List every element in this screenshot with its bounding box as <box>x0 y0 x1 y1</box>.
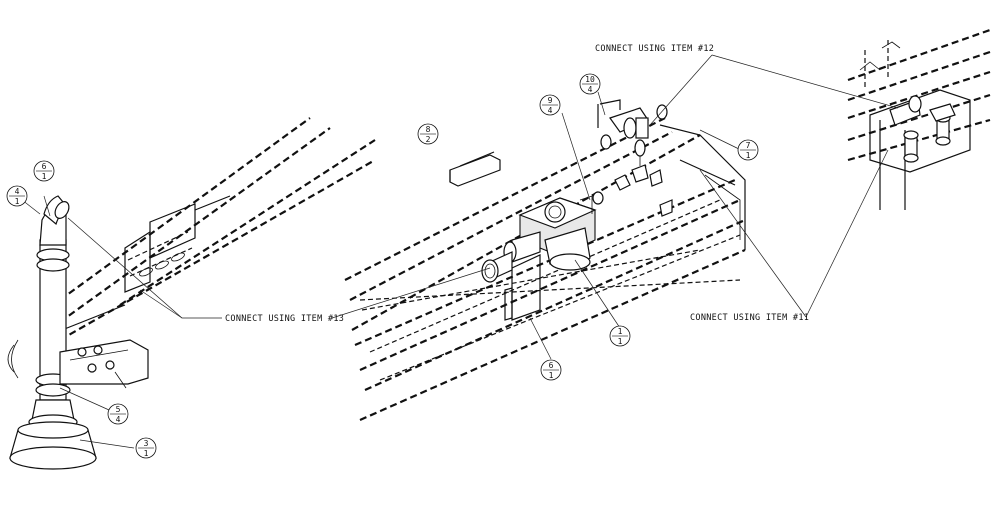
balloon-item-3: 31 <box>135 437 157 459</box>
balloon-quantity: 1 <box>549 371 554 380</box>
balloon-quantity: 1 <box>42 172 47 181</box>
balloon-item-4: 41 <box>6 185 28 207</box>
balloon-item-6: 61 <box>33 160 55 182</box>
right-detail-frame <box>847 28 991 210</box>
balloon-item-number: 4 <box>15 187 20 196</box>
balloon-item-number: 6 <box>549 361 554 370</box>
right-nozzle-bodies <box>889 95 956 163</box>
balloon-quantity: 1 <box>746 151 751 160</box>
manifold-valve <box>481 195 597 283</box>
balloon-item-8: 82 <box>417 123 439 145</box>
left-boom-frame <box>59 117 376 341</box>
note-item-12: CONNECT USING ITEM #12 <box>595 44 899 126</box>
note-item-11: CONNECT USING ITEM #11 <box>690 149 889 323</box>
balloon-quantity: 4 <box>588 85 593 94</box>
balloon-item-number: 9 <box>548 96 553 105</box>
balloon-item-number: 7 <box>746 141 751 150</box>
note-item-13-text: CONNECT USING ITEM #13 <box>225 314 344 324</box>
balloon-item-number: 1 <box>618 327 623 336</box>
balloon-item-number: 6 <box>42 162 47 171</box>
note-item-12-text: CONNECT USING ITEM #12 <box>595 44 714 54</box>
u-bolt <box>449 151 501 187</box>
balloon-item-number: 10 <box>585 75 595 84</box>
balloon-quantity: 4 <box>116 415 121 424</box>
balloon-quantity: 1 <box>15 197 20 206</box>
left-nozzle-fitting <box>43 195 70 226</box>
left-vertical-pipe <box>7 206 97 470</box>
balloon-item-5: 54 <box>107 403 129 425</box>
balloon-item-number: 3 <box>144 439 149 448</box>
note-item-11-text: CONNECT USING ITEM #11 <box>690 313 809 323</box>
balloon-quantity: 2 <box>426 135 431 144</box>
balloon-item-number: 8 <box>426 125 431 134</box>
balloon-item-7: 71 <box>737 139 759 161</box>
balloon-item-1: 11 <box>609 325 631 347</box>
balloon-item-number: 5 <box>116 405 121 414</box>
note-item-13: CONNECT USING ITEM #13 <box>67 217 491 324</box>
balloon-item-9: 94 <box>539 94 561 116</box>
left-mounting-bracket <box>59 339 149 389</box>
balloon-quantity: 4 <box>548 106 553 115</box>
balloon-quantity: 1 <box>618 337 623 346</box>
balloon-item-6: 61 <box>540 359 562 381</box>
balloon-quantity: 1 <box>144 449 149 458</box>
balloon-item-10: 104 <box>579 73 601 95</box>
